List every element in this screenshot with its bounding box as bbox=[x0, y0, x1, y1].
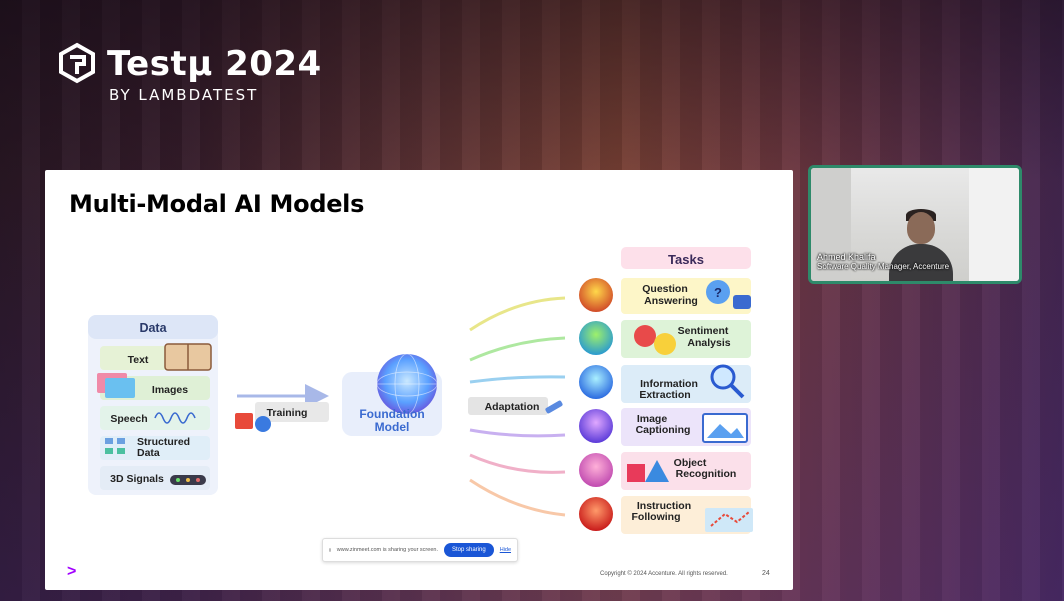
soundwave-icon bbox=[154, 412, 196, 424]
svg-text:?: ? bbox=[714, 285, 722, 300]
data-item-text: Text bbox=[128, 354, 149, 366]
speaker-name: Ahmed Khalifa bbox=[817, 252, 876, 262]
foundation-model: Foundation Model bbox=[342, 353, 442, 436]
svg-text:Captioning: Captioning bbox=[636, 424, 691, 436]
svg-text:Image: Image bbox=[637, 413, 668, 425]
slide-copyright: Copyright © 2024 Accenture. All rights r… bbox=[600, 571, 728, 577]
brand-name: Testμ 2024 bbox=[107, 44, 322, 84]
svg-text:Model: Model bbox=[375, 420, 410, 434]
tasks-header: Tasks bbox=[668, 252, 704, 267]
hide-share-bar-link[interactable]: Hide bbox=[499, 547, 511, 553]
svg-text:Answering: Answering bbox=[644, 295, 698, 307]
presentation-slide: Multi-Modal AI Models Data Text bbox=[45, 170, 793, 590]
magnifier-icon bbox=[710, 364, 745, 399]
svg-text:Following: Following bbox=[632, 511, 681, 523]
adaptation-label: Adaptation bbox=[485, 401, 540, 413]
shapes-icon bbox=[627, 460, 669, 482]
svg-text:Extraction: Extraction bbox=[639, 389, 690, 401]
testmu-logo-icon bbox=[59, 42, 95, 84]
speaker-webcam: Ahmed Khalifa Software Quality Manager, … bbox=[808, 165, 1022, 284]
multimodal-diagram: Data Text Images Speech Structured Data … bbox=[88, 247, 753, 534]
tasks-panel: Tasks Question Answering ? Sentiment Ana… bbox=[579, 247, 753, 534]
photos-icon bbox=[97, 373, 135, 398]
brand-logo: Testμ 2024 BY LAMBDATEST bbox=[55, 42, 322, 104]
brush-icon bbox=[545, 400, 563, 414]
structured-data-icon bbox=[105, 438, 125, 454]
data-item-structured-line1: Structured bbox=[137, 436, 190, 448]
emoji-icon bbox=[634, 325, 676, 355]
book-icon bbox=[164, 343, 212, 371]
svg-text:Sentiment: Sentiment bbox=[678, 325, 729, 337]
training-step: Training bbox=[235, 384, 329, 432]
svg-text:Question: Question bbox=[642, 283, 688, 295]
sensor-icon bbox=[170, 475, 206, 485]
svg-text:Analysis: Analysis bbox=[687, 337, 730, 349]
svg-text:Foundation: Foundation bbox=[359, 407, 424, 421]
speaker-caption: Ahmed Khalifa Software Quality Manager, … bbox=[817, 252, 949, 271]
speaker-role: Software Quality Manager, Accenture bbox=[817, 262, 950, 271]
svg-text:Information: Information bbox=[640, 378, 698, 390]
data-item-structured-line2: Data bbox=[137, 447, 160, 459]
data-item-3d-signals: 3D Signals bbox=[110, 473, 164, 485]
data-header: Data bbox=[139, 321, 167, 335]
svg-text:Object: Object bbox=[674, 457, 707, 469]
training-label: Training bbox=[267, 407, 308, 419]
data-panel: Data Text Images Speech Structured Data … bbox=[88, 315, 218, 495]
slide-page-number: 24 bbox=[762, 570, 770, 577]
training-tools-icon bbox=[235, 413, 271, 432]
data-item-images: Images bbox=[152, 384, 188, 396]
question-bubble-icon: ? bbox=[706, 280, 751, 309]
svg-text:Instruction: Instruction bbox=[637, 500, 691, 512]
map-icon bbox=[705, 508, 753, 532]
accenture-logo: > bbox=[67, 563, 77, 580]
svg-text:Recognition: Recognition bbox=[676, 468, 737, 480]
drag-handle-icon[interactable] bbox=[329, 548, 331, 552]
slide-title: Multi-Modal AI Models bbox=[69, 190, 365, 218]
stop-sharing-button[interactable]: Stop sharing bbox=[443, 543, 494, 557]
brand-subtitle: BY LAMBDATEST bbox=[109, 86, 259, 104]
screen-share-bar: www.zinmeet.com is sharing your screen. … bbox=[322, 538, 518, 562]
speaker-video bbox=[907, 212, 935, 244]
share-status-text: www.zinmeet.com is sharing your screen. bbox=[336, 547, 438, 553]
adaptation-arrows bbox=[469, 296, 566, 517]
picture-icon bbox=[702, 413, 748, 443]
data-item-speech: Speech bbox=[110, 413, 147, 425]
